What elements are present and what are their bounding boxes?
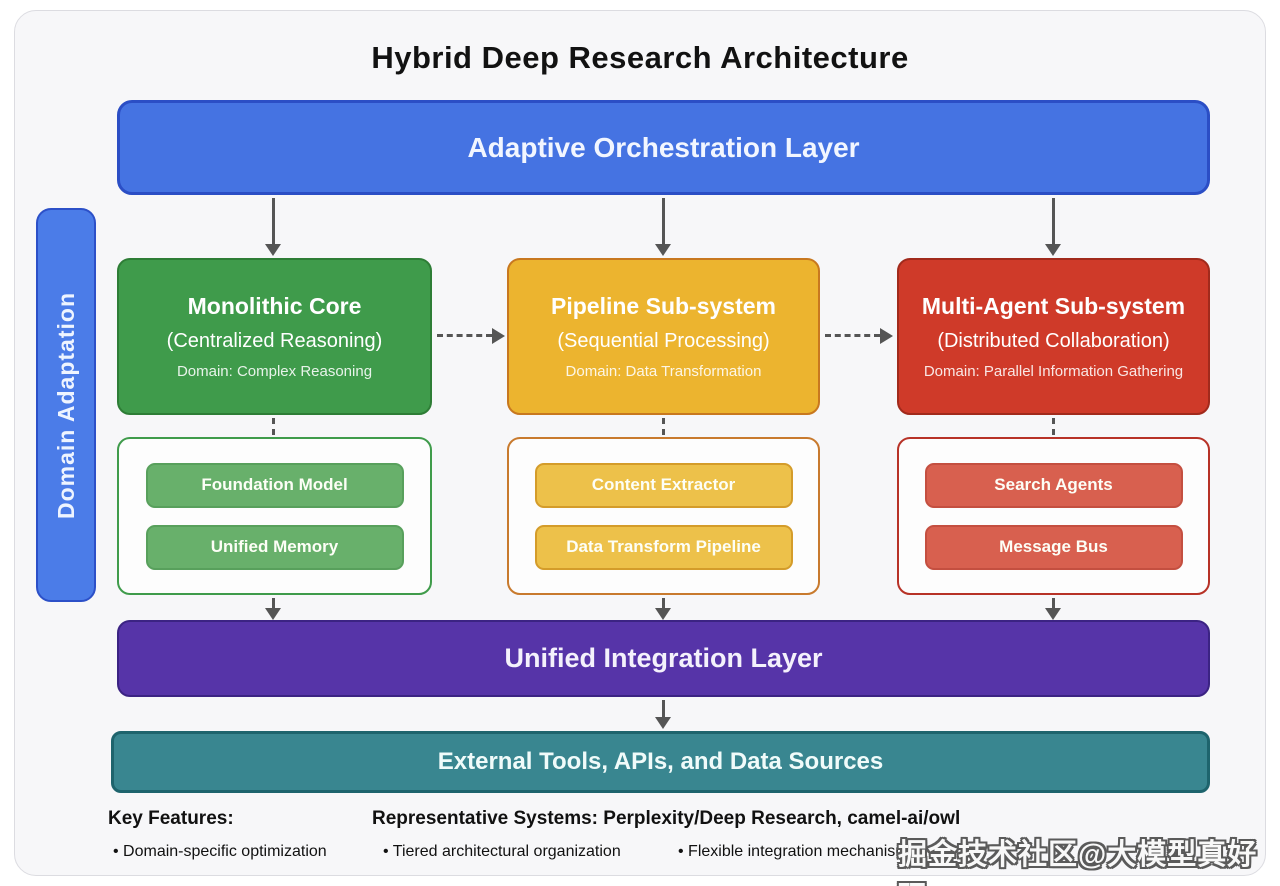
pipeline-subsystem-subtitle: (Sequential Processing): [557, 330, 770, 352]
external-tools-label: External Tools, APIs, and Data Sources: [437, 748, 884, 775]
arrow-orch-to-pipeline-line: [662, 198, 665, 244]
content-extractor-box: Content Extractor: [534, 462, 793, 508]
external-tools-bar: External Tools, APIs, and Data Sources: [111, 731, 1210, 793]
arrow-monolithic-to-pipeline-line: [437, 334, 492, 337]
arrow-orch-to-multiagent-line: [1052, 198, 1055, 244]
domain-adaptation-label: Domain Adaptation: [52, 291, 79, 519]
arrow-integration-to-external-head: [655, 717, 671, 729]
multiagent-subsystem-subtitle: (Distributed Collaboration): [937, 330, 1170, 352]
arrow-multiagent-to-integration-head: [1045, 608, 1061, 620]
search-agents-box: Search Agents: [924, 462, 1183, 508]
connector-monolithic-to-children: [272, 418, 275, 435]
watermark-text: 掘金技术社区@大模型真好玩: [898, 839, 1258, 886]
pipeline-subsystem-title: Pipeline Sub-system: [551, 293, 776, 319]
multiagent-subsystem-box: Multi-Agent Sub-system (Distributed Coll…: [897, 258, 1210, 415]
arrow-orch-to-pipeline-head: [655, 244, 671, 256]
orchestration-label: Adaptive Orchestration Layer: [467, 131, 860, 163]
message-bus-box: Message Bus: [924, 524, 1183, 570]
connector-multiagent-to-children: [1052, 418, 1055, 435]
multiagent-subsystem-domain: Domain: Parallel Information Gathering: [923, 363, 1184, 380]
bullet-flexible-integration: • Flexible integration mechanism: [678, 843, 909, 860]
monolithic-children-container: Foundation Model Unified Memory: [117, 437, 432, 595]
pipeline-children-container: Content Extractor Data Transform Pipelin…: [507, 437, 820, 595]
connector-pipeline-to-children: [662, 418, 665, 435]
arrow-pipeline-to-multiagent-line: [825, 334, 880, 337]
arrow-integration-to-external-line: [662, 700, 665, 718]
arrow-monolithic-to-integration-head: [265, 608, 281, 620]
arrow-monolithic-to-integration-line: [272, 598, 275, 608]
multiagent-children-container: Search Agents Message Bus: [897, 437, 1210, 595]
unified-memory-box: Unified Memory: [145, 524, 404, 570]
arrow-orch-to-monolithic-line: [272, 198, 275, 244]
domain-adaptation-bar: Domain Adaptation: [36, 208, 96, 602]
data-transform-pipeline-box: Data Transform Pipeline: [534, 524, 793, 570]
arrow-orch-to-multiagent-head: [1045, 244, 1061, 256]
monolithic-core-box: Monolithic Core (Centralized Reasoning) …: [117, 258, 432, 415]
arrow-monolithic-to-pipeline-head: [492, 328, 505, 344]
arrow-multiagent-to-integration-line: [1052, 598, 1055, 608]
foundation-model-box: Foundation Model: [145, 462, 404, 508]
pipeline-subsystem-box: Pipeline Sub-system (Sequential Processi…: [507, 258, 820, 415]
representative-systems-label: Representative Systems: Perplexity/Deep …: [372, 808, 961, 829]
monolithic-core-subtitle: (Centralized Reasoning): [166, 330, 383, 352]
pipeline-subsystem-domain: Domain: Data Transformation: [565, 363, 762, 380]
adaptive-orchestration-layer: Adaptive Orchestration Layer: [117, 100, 1210, 195]
page-title: Hybrid Deep Research Architecture: [371, 40, 909, 75]
monolithic-core-domain: Domain: Complex Reasoning: [176, 363, 373, 380]
arrow-pipeline-to-integration-head: [655, 608, 671, 620]
key-features-label: Key Features:: [108, 808, 234, 829]
multiagent-subsystem-title: Multi-Agent Sub-system: [921, 293, 1186, 319]
bullet-domain-specific: • Domain-specific optimization: [113, 843, 327, 860]
arrow-orch-to-monolithic-head: [265, 244, 281, 256]
integration-label: Unified Integration Layer: [504, 643, 823, 673]
monolithic-core-title: Monolithic Core: [187, 293, 362, 319]
bullet-tiered-architecture: • Tiered architectural organization: [383, 843, 621, 860]
arrow-pipeline-to-multiagent-head: [880, 328, 893, 344]
arrow-pipeline-to-integration-line: [662, 598, 665, 608]
unified-integration-layer: Unified Integration Layer: [117, 620, 1210, 697]
